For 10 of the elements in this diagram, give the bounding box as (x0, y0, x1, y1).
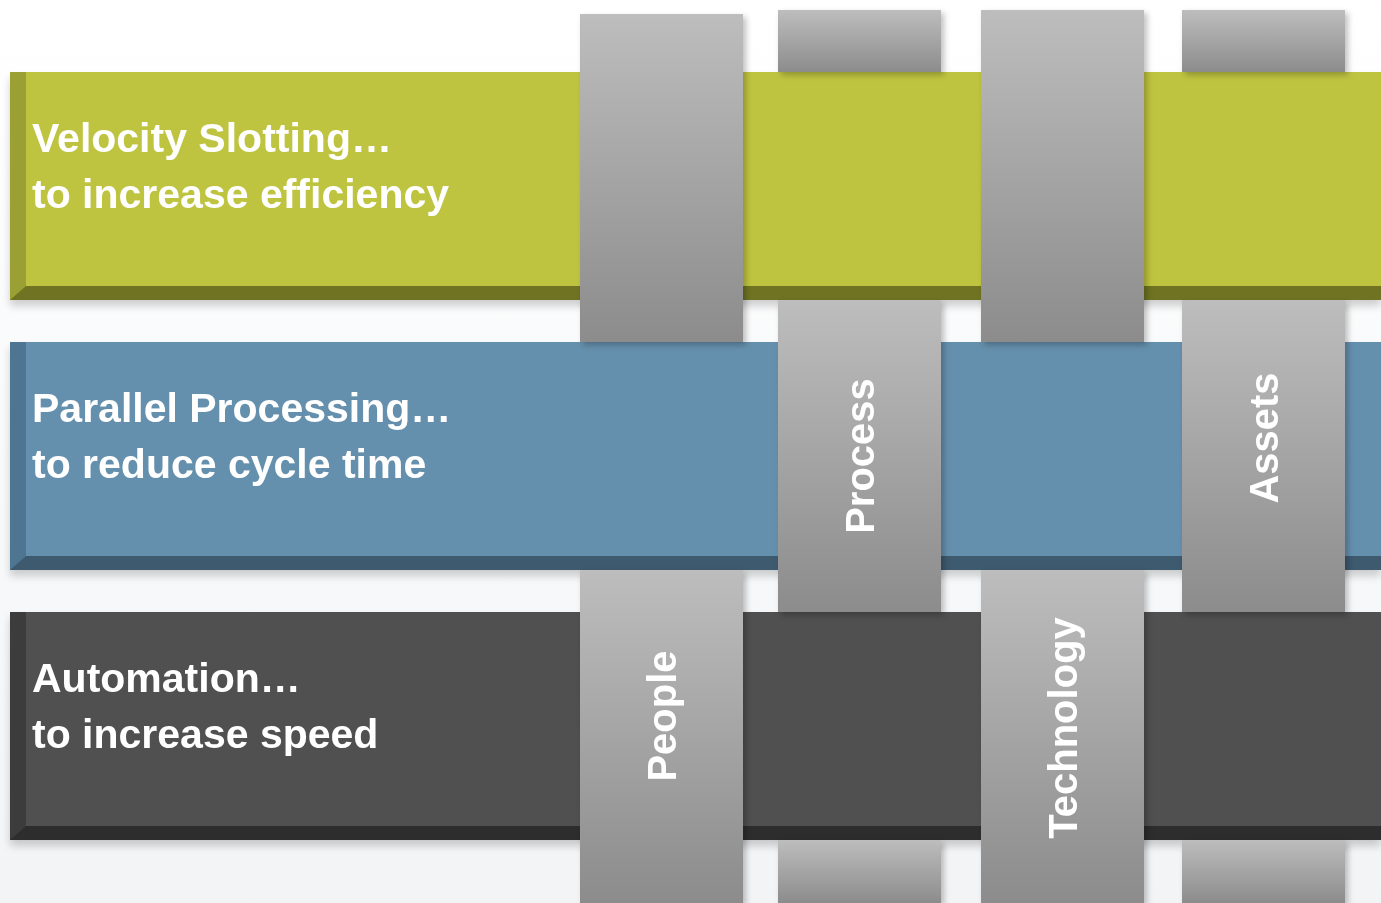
strip-label: People (639, 650, 684, 782)
strip-label: Assets (1241, 372, 1286, 504)
band-title: Automation… (32, 654, 301, 703)
band-subtitle: to increase speed (32, 710, 379, 759)
strip-label: Process (837, 378, 882, 534)
strip-label: Technology (1040, 617, 1085, 839)
band-title: Velocity Slotting… (32, 114, 392, 163)
band-title: Parallel Processing… (32, 384, 452, 433)
band-subtitle: to reduce cycle time (32, 440, 427, 489)
band-subtitle: to increase efficiency (32, 170, 450, 219)
